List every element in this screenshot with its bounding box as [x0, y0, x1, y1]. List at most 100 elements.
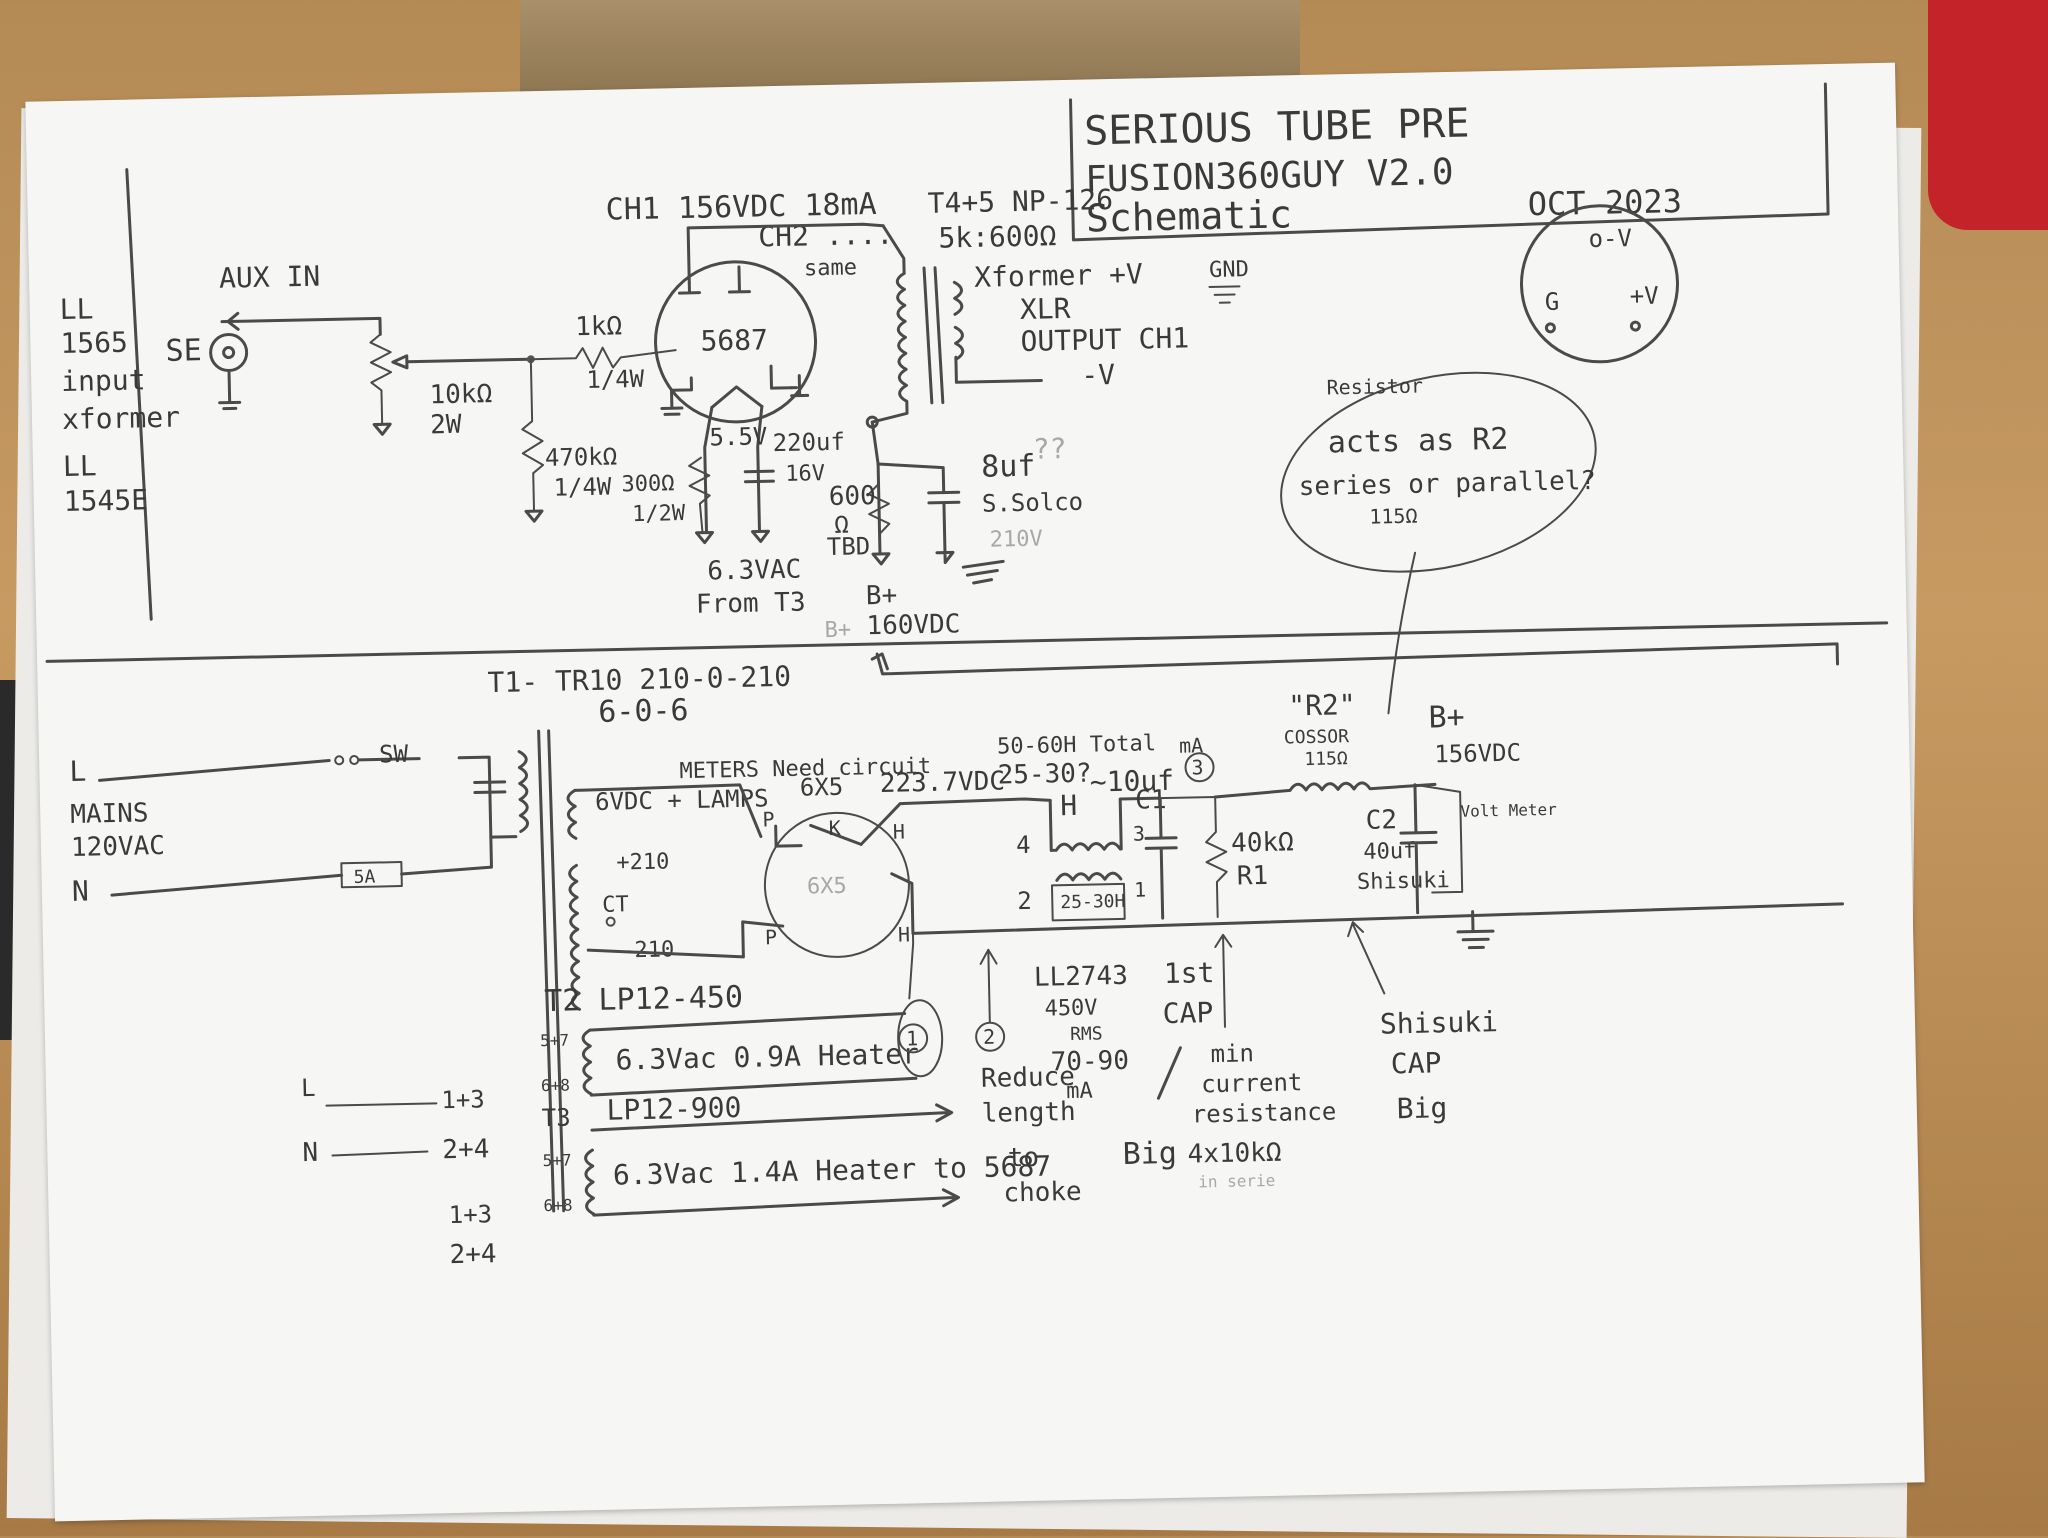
- out-xformer-2: 5k:600Ω: [938, 219, 1057, 254]
- bplus-ps: B+: [1428, 700, 1465, 736]
- power-supply: T1- TR10 210-0-210 6-0-6 L MAINS 120VAC …: [69, 660, 1845, 1213]
- choke-total: 50-60H Total: [997, 731, 1156, 759]
- out-xformer-1: T4+5 NP-126: [927, 183, 1113, 220]
- cap-8uf-brand: S.Solco: [982, 488, 1084, 518]
- t3-part: LP12-900: [606, 1091, 742, 1127]
- min-2: current: [1201, 1068, 1303, 1098]
- pin-3: 3: [1133, 821, 1146, 845]
- cathode-cap: [743, 469, 775, 484]
- c1-label: C1: [1135, 785, 1167, 816]
- ground-icon: [1456, 910, 1495, 950]
- r2-val: 115Ω: [1304, 748, 1348, 770]
- bplus-label-1: B+: [866, 581, 898, 612]
- output-transformer: T4+5 NP-126 5k:600Ω Xformer +V XLR OUTPU…: [870, 183, 1249, 424]
- reduce-1: Reduce: [981, 1062, 1076, 1094]
- cap-8uf-label: 8uf: [981, 449, 1036, 485]
- gnd-label: GND: [1209, 257, 1249, 283]
- ground-icon: [1208, 285, 1241, 304]
- volume-pot: [369, 333, 393, 426]
- pin-g-label: G: [1545, 288, 1560, 316]
- shisuki-1: Shisuki: [1380, 1005, 1499, 1040]
- min-3: resistance: [1192, 1098, 1337, 1129]
- min-1: min: [1210, 1039, 1254, 1068]
- se-jack-icon: [209, 333, 249, 373]
- heater-from-1: 6.3VAC: [707, 555, 802, 587]
- cap-8uf-v: 210V: [989, 527, 1042, 553]
- input-xformer-1: LL: [59, 292, 93, 326]
- legend-n: N: [302, 1138, 318, 1168]
- shisuki-3: Big: [1396, 1091, 1447, 1125]
- cathode-v: 5.5V: [709, 422, 767, 451]
- bplus-faint: B+: [824, 618, 851, 644]
- t3-line: 6.3Vac 1.4A Heater to 5687: [613, 1149, 1052, 1191]
- t1-ct: CT: [602, 892, 629, 918]
- legend-13b: 1+3: [448, 1200, 492, 1229]
- input-stage: LL 1565 input xformer LL 1545E SE AUX IN…: [59, 168, 677, 621]
- pin-minus-label: o-V: [1588, 224, 1632, 253]
- mains-label-2: 120VAC: [71, 831, 166, 863]
- rect-vdc: 223.7VDC: [879, 766, 1005, 799]
- r2-brand: COSSOR: [1284, 726, 1350, 748]
- choke-ma-u: mA: [1066, 1079, 1093, 1105]
- out-plus-v: Xformer +V: [974, 257, 1143, 294]
- r1-val: 40kΩ: [1231, 827, 1294, 858]
- title-date: OCT 2023: [1527, 182, 1682, 223]
- t2-line: 6.3Vac 0.9A Heater: [615, 1037, 919, 1076]
- input-xformer-5: LL: [63, 449, 97, 483]
- pot-value: 10kΩ: [429, 379, 492, 410]
- note-3: 3: [1191, 755, 1204, 779]
- grid-leak-resistor: [521, 358, 545, 513]
- ch1-label: CH1 156VDC 18mA: [605, 187, 877, 228]
- t1-plus210: +210: [616, 849, 669, 875]
- cathode-resistor: [688, 456, 711, 534]
- red-tool-handle: [1928, 0, 2048, 230]
- mains-l: L: [69, 755, 87, 788]
- choke-part: LL2743: [1034, 961, 1129, 993]
- t3-pin68: 6+8: [543, 1196, 572, 1216]
- rect-h1: H: [893, 819, 906, 843]
- resistor-note-bubble: Resistor acts as R2 series or parallel? …: [1280, 371, 1597, 715]
- pot-watt: 2W: [430, 410, 462, 441]
- t1-minus210: -210: [621, 937, 674, 963]
- cathode-cap-v: 16V: [785, 461, 825, 487]
- heater-from-2: From T3: [696, 588, 806, 620]
- tube-name: 5687: [700, 323, 768, 357]
- choke-ma: 70-90: [1050, 1046, 1129, 1078]
- choke-v: 450V: [1044, 995, 1097, 1021]
- big-1: Big: [1122, 1136, 1177, 1172]
- input-xformer-3: input: [61, 363, 146, 398]
- grid-stop-value: 1kΩ: [575, 311, 623, 342]
- title-line2: FUSION360GUY V2.0: [1085, 152, 1454, 201]
- heater-supplies: T2 LP12-450 5+7 6+8 6.3Vac 0.9A Heater 1…: [301, 882, 1052, 1270]
- choke-each: 25-30?: [997, 759, 1092, 791]
- choke-cap: ~10uf: [1089, 764, 1174, 799]
- note-2: 2: [983, 1025, 996, 1049]
- legend-24: 2+4: [442, 1134, 490, 1165]
- switch-label: SW: [379, 740, 409, 769]
- xlr-output-label: OUTPUT CH1: [1020, 321, 1189, 358]
- bleeder-r1: [1159, 795, 1228, 918]
- note-line2: series or parallel?: [1298, 466, 1596, 502]
- section-divider: [45, 621, 1889, 663]
- pin-4: 4: [1016, 831, 1031, 859]
- grid-stop-watt: 1/4W: [586, 365, 645, 394]
- se-label: SE: [165, 333, 202, 369]
- bplus-ps-v: 156VDC: [1434, 739, 1521, 769]
- choke-rms: RMS: [1070, 1023, 1103, 1045]
- shisuki-2: CAP: [1390, 1046, 1441, 1080]
- rect-label: 6X5: [800, 773, 844, 802]
- input-xformer-4: xformer: [62, 401, 181, 436]
- t2-pin68: 6+8: [541, 1076, 570, 1096]
- rect-k: K: [828, 816, 841, 840]
- legend-l: L: [301, 1074, 316, 1102]
- r600-unit: Ω: [834, 511, 849, 539]
- first-cap-2: CAP: [1162, 996, 1213, 1030]
- min-4: 4x10kΩ: [1187, 1138, 1282, 1170]
- pin-2: 2: [1017, 887, 1032, 915]
- t1-label-b: 6-0-6: [598, 693, 689, 730]
- c2-brand: Shisuki: [1357, 868, 1450, 895]
- note-line1: acts as R2: [1327, 422, 1508, 461]
- c2-label: C2: [1365, 805, 1397, 836]
- cathode-cap-val: 220uf: [772, 428, 845, 458]
- cap-8uf-q: ??: [1032, 432, 1066, 466]
